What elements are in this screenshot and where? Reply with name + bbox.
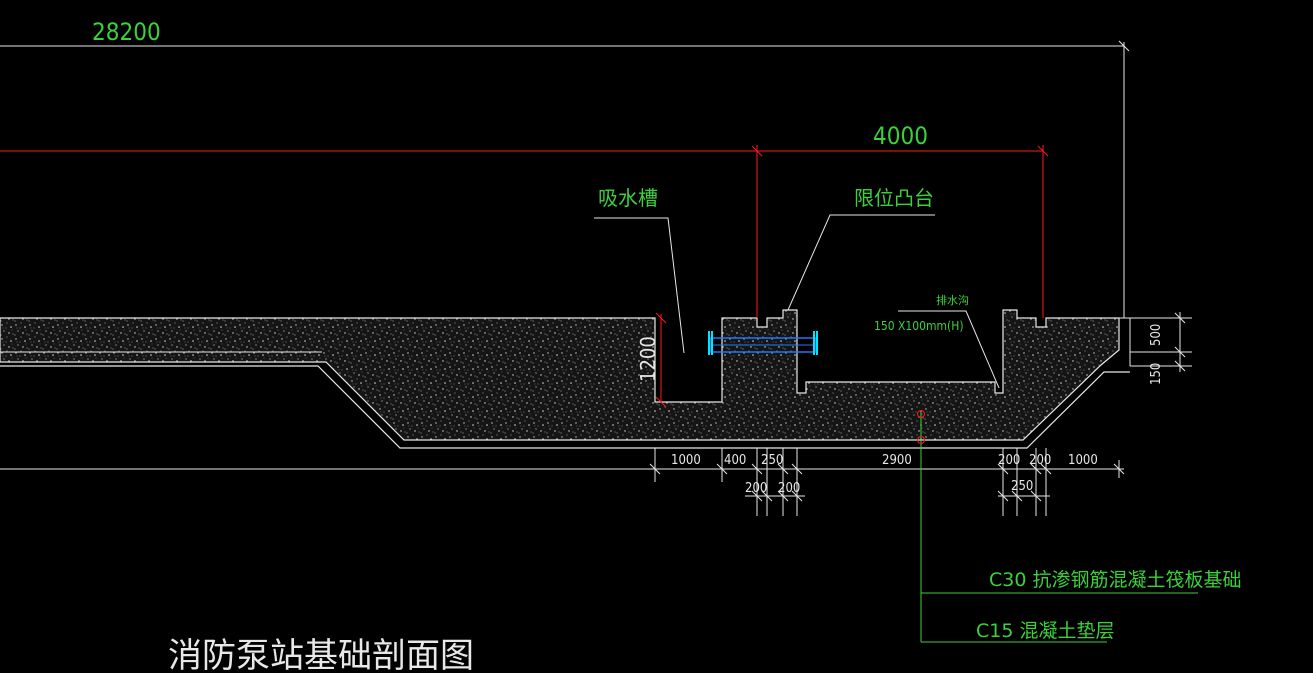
foundation-leader <box>917 410 1198 643</box>
dim-250-sub-right: 250 <box>1011 479 1033 494</box>
leader-lines <box>594 214 1000 389</box>
top-span-label: 4000 <box>873 122 928 150</box>
dim-2900: 2900 <box>882 453 912 468</box>
bottom-dimension-chain <box>0 448 1125 516</box>
right-vertical-dims <box>1130 312 1192 372</box>
dim-200-right-b: 200 <box>1029 453 1051 468</box>
right-height-lower-label: 150 <box>1149 363 1164 385</box>
leader-limit-platform <box>787 214 935 311</box>
overall-dimension-label: 28200 <box>92 18 161 46</box>
red-dimensions <box>0 145 1049 408</box>
raft-slab-body <box>0 309 1120 441</box>
dim-200-sub-a: 200 <box>745 481 767 496</box>
dim-200-sub-b: 200 <box>778 481 800 496</box>
leader-drain-ditch <box>898 310 1000 389</box>
pit-depth-label: 1200 <box>636 336 660 382</box>
dim-250-left: 250 <box>761 453 783 468</box>
label-limit-platform: 限位凸台 <box>854 186 934 210</box>
label-cushion-layer: C15 混凝土垫层 <box>976 620 1114 642</box>
right-height-upper-label: 500 <box>1149 324 1164 346</box>
label-raft-foundation: C30 抗渗钢筋混凝土筏板基础 <box>989 569 1241 591</box>
slab-right-edge-step <box>1119 317 1131 366</box>
label-suction-trough: 吸水槽 <box>598 186 658 210</box>
cushion-layer-outline <box>0 365 1130 449</box>
label-drain-ditch: 排水沟 <box>936 293 969 307</box>
concrete-slab <box>0 309 1131 449</box>
bottom-dimension-labels: 1000 400 250 2900 200 200 1000 200 200 2… <box>671 453 1098 496</box>
pipe <box>708 331 818 355</box>
drawing-title: 消防泵站基础剖面图 <box>168 636 474 673</box>
overall-dimension: 28200 <box>0 18 1130 318</box>
label-drain-size: 150 X100mm(H) <box>874 319 964 333</box>
dim-1000-left: 1000 <box>671 453 701 468</box>
dim-400: 400 <box>724 453 746 468</box>
leader-suction-trough <box>594 217 685 354</box>
dim-1000-right: 1000 <box>1068 453 1098 468</box>
dim-200-right-a: 200 <box>998 453 1020 468</box>
